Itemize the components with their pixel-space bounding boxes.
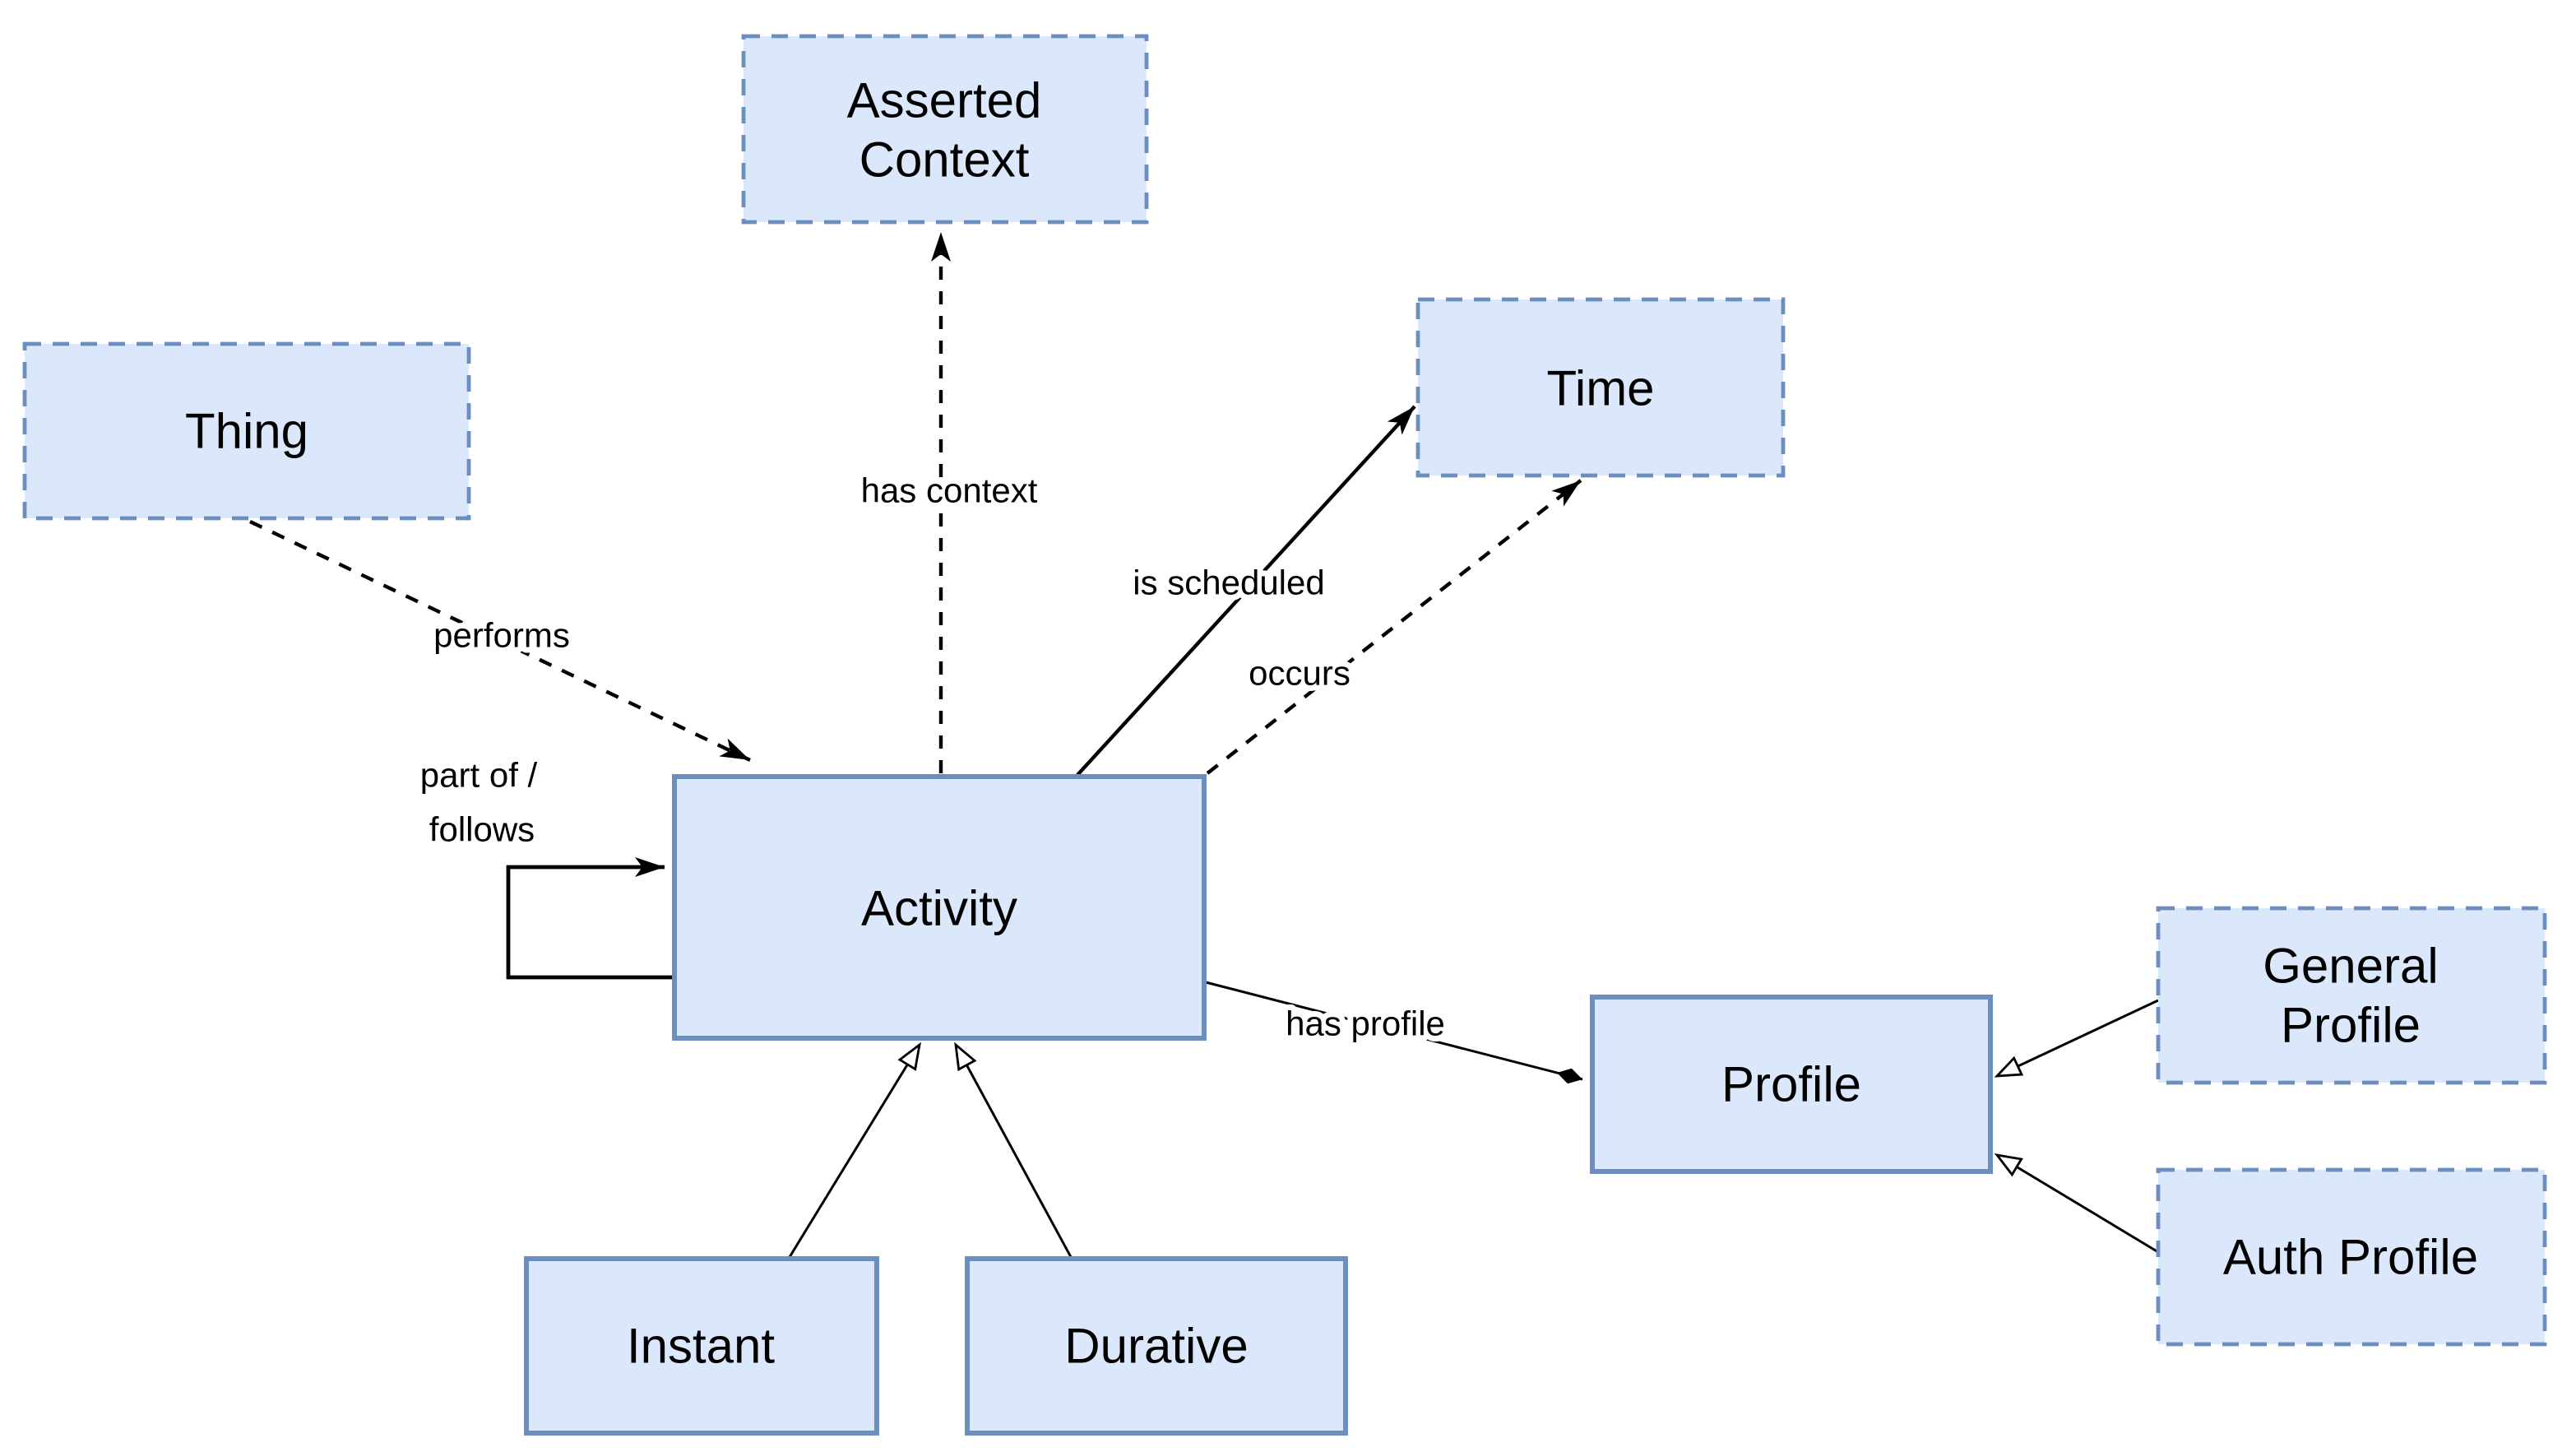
node-profile-box [1590,995,1993,1174]
node-general-profile: General Profile [2156,906,2547,1085]
node-instant: Instant [524,1256,879,1436]
edge-auth-profile-isa-profile [1994,1153,2159,1254]
edge-label-part-of: part of / [420,756,538,795]
edge-label-has-context: has context [861,471,1038,510]
edge-occurs [1206,479,1582,775]
node-profile-label: Profile [1721,1057,1861,1112]
node-general-profile-box [2156,906,2547,1085]
edge-has-profile [1205,981,1583,1084]
edge-instant-isa-activity [788,1041,921,1258]
node-auth-profile-label: Auth Profile [2223,1230,2478,1285]
edge-label-has-profile: has profile [1286,1004,1445,1043]
node-instant-label: Instant [627,1319,775,1374]
edge-label-performs: performs [433,616,570,655]
node-instant-box [524,1256,879,1436]
edge-general-profile-isa-profile [1994,999,2159,1078]
node-asserted-context: Asserted Context [741,34,1149,225]
node-thing-label: Thing [185,404,308,459]
node-durative: Durative [965,1256,1348,1436]
edge-label-follows: follows [429,810,535,849]
edge-part-of-follows [506,857,674,980]
node-auth-profile-box [2156,1167,2547,1347]
node-profile: Profile [1590,995,1993,1174]
node-general-profile-label-line2: Profile [2281,998,2421,1053]
node-thing: Thing [22,341,471,521]
node-asserted-context-label-line2: Context [859,132,1030,188]
edge-label-is-scheduled: is scheduled [1133,564,1324,602]
edge-performs [249,520,751,762]
node-auth-profile: Auth Profile [2156,1167,2547,1347]
node-general-profile-label-line1: General [2263,939,2438,994]
node-durative-box [965,1256,1348,1436]
node-activity: Activity [672,774,1207,1041]
node-activity-label: Activity [861,881,1017,936]
node-asserted-context-label-line1: Asserted [847,73,1042,128]
node-activity-box [672,774,1207,1041]
node-time-box [1415,297,1786,478]
edge-durative-isa-activity [954,1041,1073,1258]
edge-label-occurs: occurs [1249,654,1351,693]
node-durative-label: Durative [1064,1319,1248,1374]
node-time: Time [1415,297,1786,478]
node-thing-box [22,341,471,521]
node-time-label: Time [1546,361,1654,416]
edge-is-scheduled [1076,405,1416,777]
node-asserted-context-box [741,34,1149,225]
